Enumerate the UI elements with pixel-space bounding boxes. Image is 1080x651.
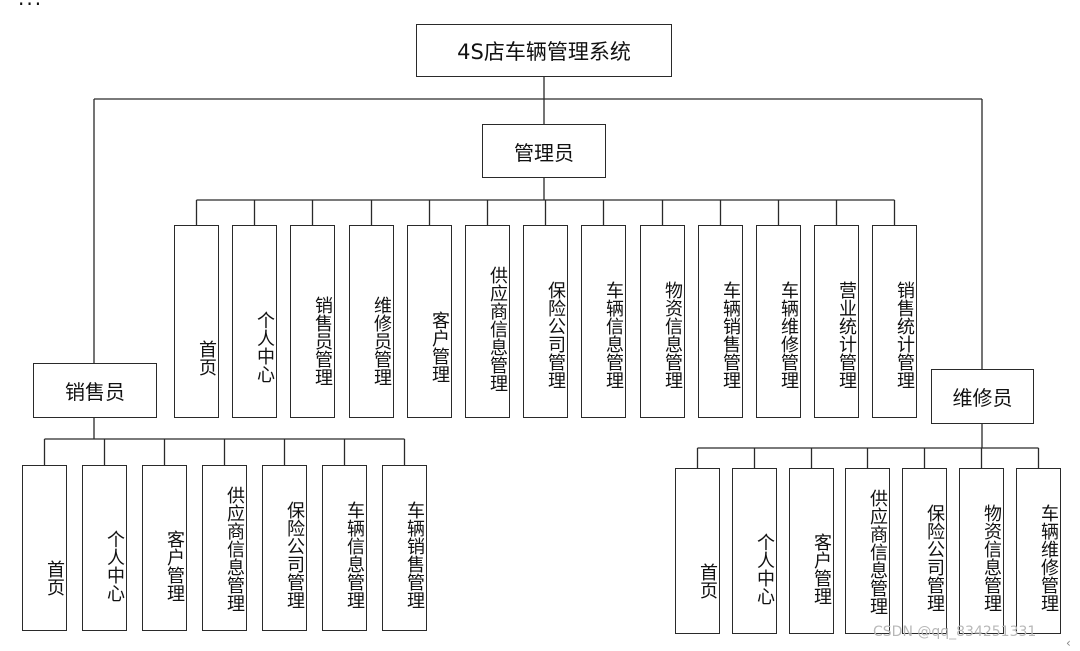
repair-label: 维修员 [952,386,1013,410]
admin-module-box: 车辆信息管理 [581,225,626,418]
sales-module-label: 首页 [44,560,65,596]
sales-module-label: 个人中心 [104,530,125,602]
clipped-header-text: ... [0,0,1080,8]
admin-node: 管理员 [482,124,606,178]
repair-module-label: 首页 [697,563,718,599]
repair-module-box: 个人中心 [732,468,777,634]
repair-module-label: 客户管理 [811,533,832,605]
admin-module-box: 物资信息管理 [640,225,685,418]
repair-module-label: 物资信息管理 [981,503,1002,612]
admin-module-label: 车辆维修管理 [778,280,799,389]
sales-module-label: 客户管理 [164,530,185,602]
sales-module-box: 客户管理 [142,465,187,631]
admin-module-box: 供应商信息管理 [465,225,510,418]
sales-module-label: 车辆销售管理 [404,500,425,609]
admin-module-label: 客户管理 [429,310,450,383]
sales-module-box: 个人中心 [82,465,127,631]
admin-module-label: 车辆信息管理 [603,280,624,389]
chevron-left-icon: ‹ [1066,636,1071,650]
sales-module-box: 车辆信息管理 [322,465,367,631]
repair-module-box: 客户管理 [789,468,834,634]
repair-module-box: 保险公司管理 [902,468,947,634]
admin-module-box: 个人中心 [232,225,277,418]
sales-module-box: 车辆销售管理 [382,465,427,631]
sales-module-label: 供应商信息管理 [224,485,245,612]
admin-module-label: 保险公司管理 [545,280,566,389]
admin-module-label: 销售统计管理 [894,280,915,389]
repair-module-box: 供应商信息管理 [845,468,890,634]
admin-module-label: 营业统计管理 [836,280,857,389]
admin-module-label: 物资信息管理 [662,280,683,389]
sales-module-box: 供应商信息管理 [202,465,247,631]
repair-module-label: 个人中心 [754,533,775,605]
admin-module-label: 销售员管理 [312,295,333,386]
admin-module-box: 首页 [174,225,219,418]
watermark: CSDN @qq_834251331 [873,624,1037,640]
admin-module-label: 供应商信息管理 [487,265,508,392]
sales-label: 销售员 [65,380,125,404]
admin-module-label: 首页 [196,340,217,376]
admin-module-label: 车辆销售管理 [720,280,741,389]
admin-module-box: 保险公司管理 [523,225,568,418]
root-label: 4S店车辆管理系统 [457,39,631,64]
repair-node: 维修员 [931,369,1034,424]
clipped-text: ... [18,0,43,8]
repair-module-box: 车辆维修管理 [1016,468,1061,634]
sales-module-box: 保险公司管理 [262,465,307,631]
sales-node: 销售员 [33,363,157,418]
sales-module-box: 首页 [22,465,67,631]
admin-module-box: 营业统计管理 [814,225,859,418]
admin-module-box: 车辆销售管理 [698,225,743,418]
repair-module-label: 供应商信息管理 [867,488,888,615]
admin-module-label: 维修员管理 [371,295,392,386]
admin-module-box: 销售员管理 [290,225,335,418]
admin-module-box: 销售统计管理 [872,225,917,418]
admin-label: 管理员 [514,140,574,165]
admin-module-box: 客户管理 [407,225,452,418]
repair-module-box: 首页 [675,468,720,634]
admin-module-box: 维修员管理 [349,225,394,418]
admin-module-label: 个人中心 [254,310,275,383]
sales-module-label: 保险公司管理 [284,500,305,609]
sales-module-label: 车辆信息管理 [344,500,365,609]
repair-module-box: 物资信息管理 [959,468,1004,634]
repair-module-label: 车辆维修管理 [1038,503,1059,612]
admin-module-box: 车辆维修管理 [756,225,801,418]
root-node: 4S店车辆管理系统 [416,24,672,77]
repair-module-label: 保险公司管理 [924,503,945,612]
